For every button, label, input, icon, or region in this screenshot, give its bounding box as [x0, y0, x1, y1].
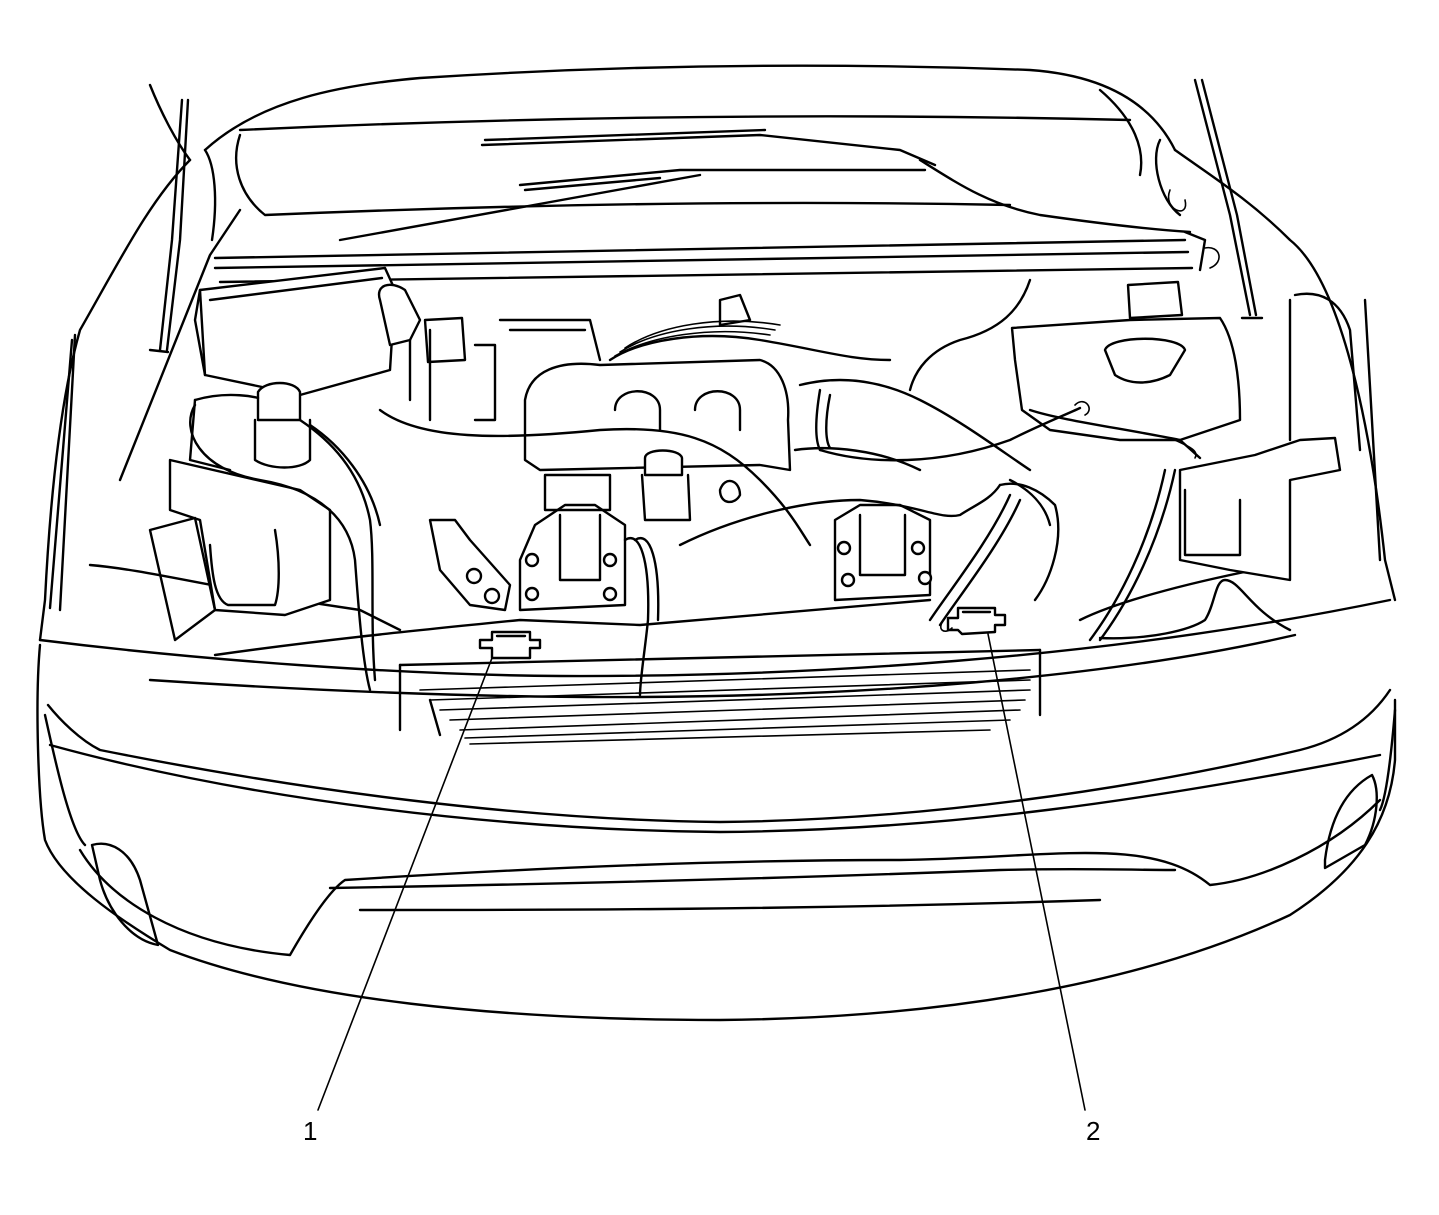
callout-1-leader — [317, 657, 493, 1111]
hood-strut-right — [1193, 78, 1264, 320]
relay-center — [408, 316, 602, 422]
wiper-arms — [338, 128, 1192, 242]
brake-fluid-reservoir — [640, 449, 742, 522]
center-mount-bracket-right — [833, 503, 933, 602]
callout-2-label: 2 — [1086, 1116, 1100, 1146]
front-bumper-fascia — [36, 643, 1397, 1022]
center-mount-bracket-left — [518, 473, 627, 612]
radiator-support — [38, 563, 1392, 699]
right-headlamp-housing — [1178, 436, 1342, 582]
air-intake-duct — [793, 378, 1032, 472]
air-cleaner-housing — [193, 266, 422, 397]
callout-1-label: 1 — [303, 1116, 317, 1146]
callout-2-leader — [987, 633, 1086, 1111]
left-fender — [38, 148, 242, 642]
intake-manifold — [523, 320, 892, 472]
coolant-reservoir — [188, 381, 312, 472]
open-hood — [148, 64, 1177, 217]
fog-lamp-left — [90, 842, 160, 947]
hood-strut-left — [148, 98, 190, 354]
fog-lamp-right — [1323, 773, 1378, 870]
washer-reservoir — [1010, 280, 1242, 460]
wiring-harness — [189, 278, 1292, 697]
radiator-core — [398, 648, 1042, 745]
component-2-sensor[interactable] — [940, 606, 1007, 636]
right-fender — [1154, 138, 1397, 602]
component-1-sensor[interactable] — [478, 630, 542, 660]
left-headlamp-housing — [148, 458, 332, 642]
left-mount-bracket — [428, 518, 512, 612]
